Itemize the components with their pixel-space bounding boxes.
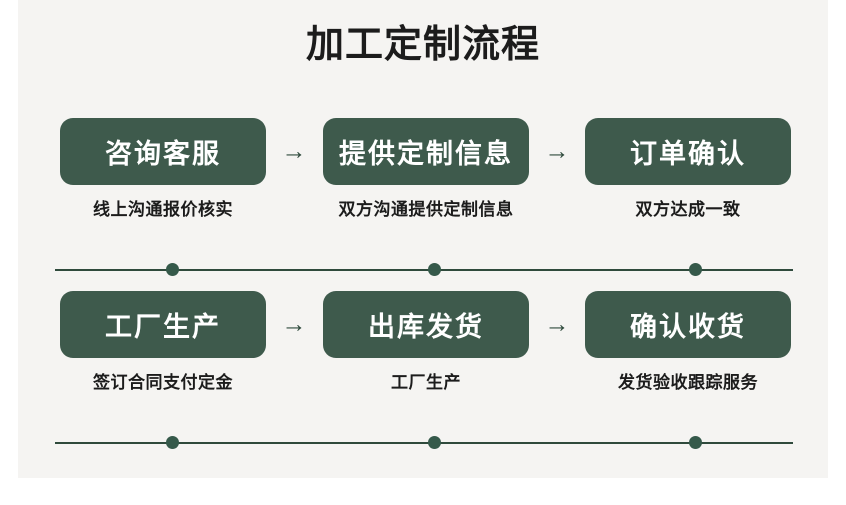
step-3-chip[interactable]: 订单确认 (585, 118, 791, 185)
step-2-chip[interactable]: 提供定制信息 (323, 118, 529, 185)
process-step-3[interactable]: 订单确认 双方达成一致 (585, 118, 791, 254)
process-row-2: 工厂生产 签订合同支付定金 → 出库发货 工厂生产 → 确认收货 发货验收跟踪服… (18, 291, 828, 427)
content-panel: 加工定制流程 咨询客服 线上沟通报价核实 → 提供定制信息 双方沟通提供定制信息… (18, 0, 828, 478)
step-4-chip[interactable]: 工厂生产 (60, 291, 266, 358)
arrow-right-icon-1: → (281, 137, 307, 165)
timeline-divider-1 (55, 263, 793, 277)
process-step-2[interactable]: 提供定制信息 双方沟通提供定制信息 (323, 118, 529, 254)
process-step-1[interactable]: 咨询客服 线上沟通报价核实 (60, 118, 266, 254)
timeline-dot-5 (428, 436, 441, 449)
process-step-6[interactable]: 确认收货 发货验收跟踪服务 (585, 291, 791, 427)
step-5-chip[interactable]: 出库发货 (323, 291, 529, 358)
timeline-divider-2 (55, 436, 793, 450)
timeline-dot-1 (166, 263, 179, 276)
step-6-caption: 发货验收跟踪服务 (618, 373, 758, 392)
timeline-line-2 (55, 442, 793, 444)
step-1-chip[interactable]: 咨询客服 (60, 118, 266, 185)
arrow-right-icon-3: → (281, 310, 307, 338)
timeline-dot-2 (428, 263, 441, 276)
timeline-dot-3 (689, 263, 702, 276)
step-2-caption: 双方沟通提供定制信息 (338, 200, 514, 219)
arrow-right-icon-4: → (544, 310, 570, 338)
process-step-5[interactable]: 出库发货 工厂生产 (323, 291, 529, 427)
timeline-line-1 (55, 269, 793, 271)
timeline-dot-4 (166, 436, 179, 449)
arrow-right-icon-2: → (544, 137, 570, 165)
process-step-4[interactable]: 工厂生产 签订合同支付定金 (60, 291, 266, 427)
step-4-caption: 签订合同支付定金 (93, 373, 233, 392)
step-5-caption: 工厂生产 (391, 373, 461, 392)
step-6-chip[interactable]: 确认收货 (585, 291, 791, 358)
page-title: 加工定制流程 (305, 24, 540, 66)
step-1-caption: 线上沟通报价核实 (93, 200, 233, 219)
step-3-caption: 双方达成一致 (635, 200, 741, 219)
process-row-1: 咨询客服 线上沟通报价核实 → 提供定制信息 双方沟通提供定制信息 → 订单确认… (18, 118, 828, 254)
timeline-dot-6 (689, 436, 702, 449)
